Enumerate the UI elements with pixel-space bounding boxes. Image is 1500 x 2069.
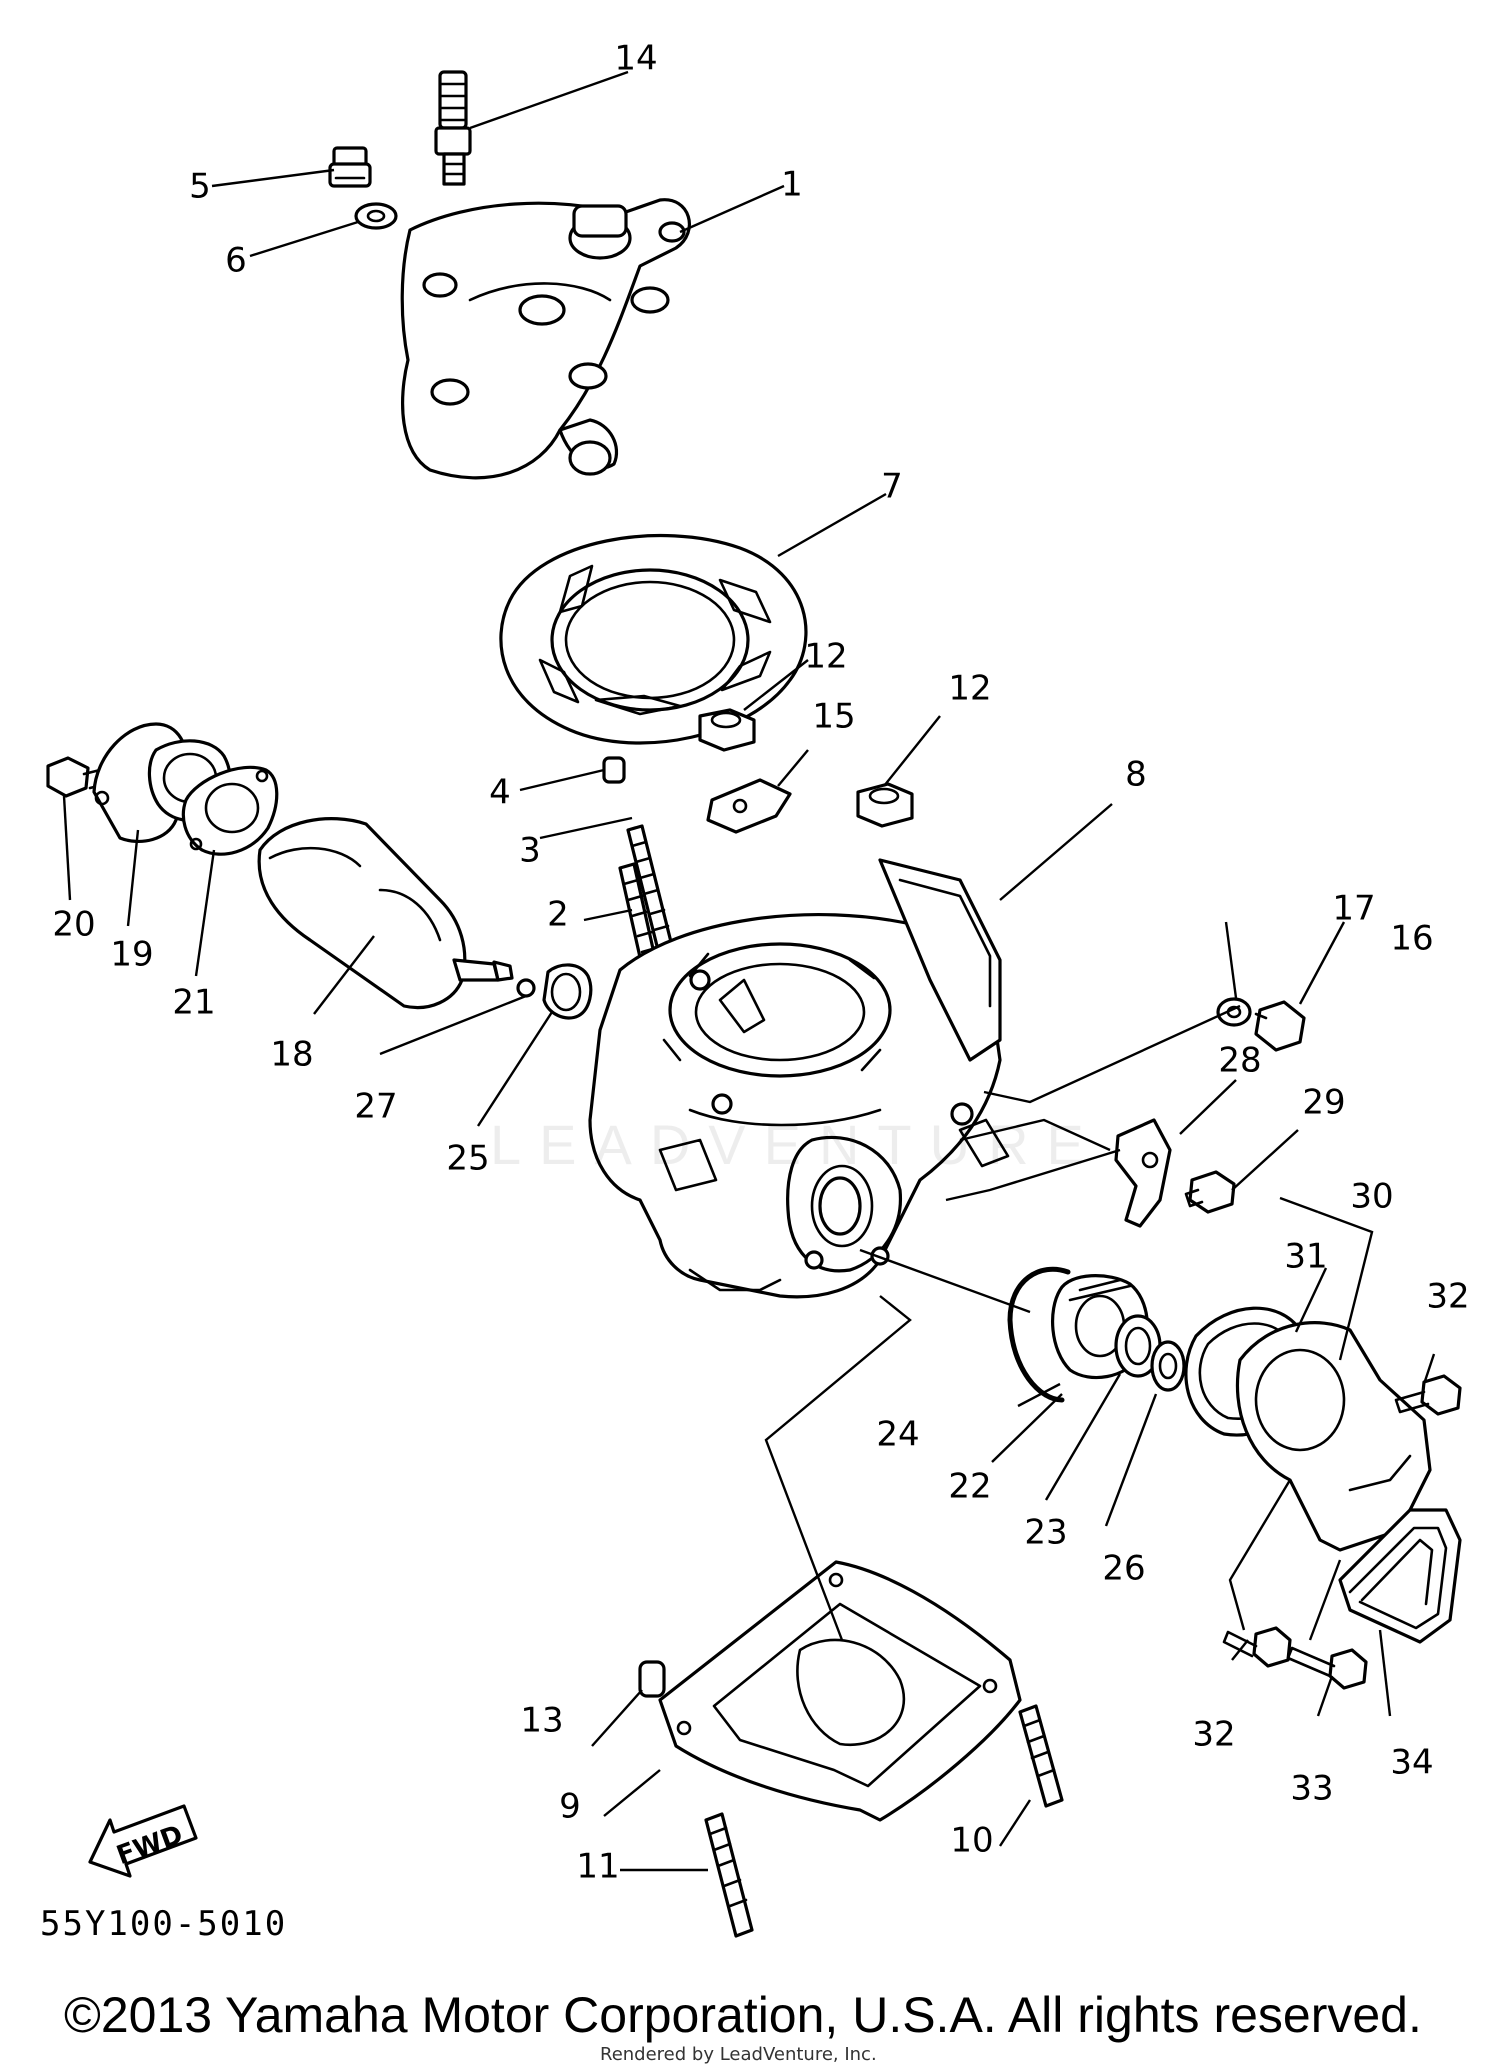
callout-14: 14 xyxy=(614,39,657,79)
cover-part-34 xyxy=(1338,1508,1462,1644)
callout-23: 23 xyxy=(1024,1513,1067,1553)
callout-34: 34 xyxy=(1390,1743,1433,1783)
callout-24: 24 xyxy=(876,1415,919,1455)
leader-lines xyxy=(62,70,1436,1872)
washer-part-17 xyxy=(1216,997,1252,1027)
circlip-part-24 xyxy=(1007,1266,1071,1403)
callout-8: 8 xyxy=(1125,755,1147,795)
callout-15: 15 xyxy=(812,697,855,737)
bolt-part-16 xyxy=(1254,1000,1306,1052)
cap-bolt-part xyxy=(328,146,372,188)
callout-10: 10 xyxy=(950,1821,993,1861)
callout-17: 17 xyxy=(1332,889,1375,929)
callout-2: 2 xyxy=(547,895,569,935)
bushing-part-25 xyxy=(542,963,593,1020)
callout-26: 26 xyxy=(1102,1549,1145,1589)
callout-11: 11 xyxy=(576,1847,619,1887)
copyright-text: ©2013 Yamaha Motor Corporation, U.S.A. A… xyxy=(64,1987,1422,2043)
bolt-part-32a xyxy=(1394,1374,1462,1416)
callout-25: 25 xyxy=(446,1139,489,1179)
rendered-by-text: Rendered by LeadVenture, Inc. xyxy=(600,2044,877,2065)
callout-33: 33 xyxy=(1290,1769,1333,1809)
seal-part-26 xyxy=(1150,1340,1186,1392)
bolt-part-29 xyxy=(1184,1170,1236,1214)
callout-19: 19 xyxy=(110,935,153,975)
fwd-arrow-icon[interactable]: FWD xyxy=(88,1804,198,1878)
cylinder-head-part xyxy=(400,198,691,480)
callout-12a: 12 xyxy=(804,637,847,677)
callout-22: 22 xyxy=(948,1467,991,1507)
gasket-part-21 xyxy=(181,765,279,856)
bracket-part xyxy=(706,778,792,834)
base-gasket-part-9 xyxy=(658,1560,1022,1822)
callout-13: 13 xyxy=(520,1701,563,1741)
callout-1: 1 xyxy=(781,165,803,205)
bracket-part-28 xyxy=(1114,1118,1172,1228)
callout-28: 28 xyxy=(1218,1041,1261,1081)
dowel-pin-part-13 xyxy=(638,1660,666,1698)
callout-31: 31 xyxy=(1284,1237,1327,1277)
callout-29: 29 xyxy=(1302,1083,1345,1123)
callout-7: 7 xyxy=(881,467,903,507)
callout-20: 20 xyxy=(52,905,95,945)
stud-bolt-part-10 xyxy=(1018,1704,1064,1808)
callout-32b: 32 xyxy=(1192,1715,1235,1755)
callout-21: 21 xyxy=(172,983,215,1023)
callout-6: 6 xyxy=(225,241,247,281)
o-ring-part-27 xyxy=(516,978,536,998)
callout-12b: 12 xyxy=(948,669,991,709)
callout-16: 16 xyxy=(1390,919,1433,959)
cover-part-30 xyxy=(1235,1321,1432,1552)
spark-plug-part xyxy=(434,70,472,186)
head-gasket-part xyxy=(499,533,808,745)
callout-18: 18 xyxy=(270,1035,313,1075)
exhaust-valve-part-18 xyxy=(257,817,514,1010)
cylinder-body-part xyxy=(588,858,1010,1299)
watermark-text: LEADVENTURE xyxy=(490,1113,1102,1176)
callout-27: 27 xyxy=(354,1087,397,1127)
dowel-pin-part xyxy=(602,756,626,784)
callout-labels: 14 5 6 1 7 12 12 15 8 4 3 2 17 16 28 29 … xyxy=(52,39,1469,1887)
callout-9: 9 xyxy=(559,1787,581,1827)
bolt-part-32b xyxy=(1222,1626,1292,1668)
bearing-part-23 xyxy=(1114,1314,1162,1378)
nut-part-1 xyxy=(698,708,756,752)
callout-4: 4 xyxy=(489,773,511,813)
part-code-label: 55Y100-5010 xyxy=(40,1904,288,1944)
stud-bolt-part-11 xyxy=(704,1812,754,1938)
callout-30: 30 xyxy=(1350,1177,1393,1217)
callout-32a: 32 xyxy=(1426,1277,1469,1317)
callout-3: 3 xyxy=(519,831,541,871)
washer-part xyxy=(354,202,398,230)
callout-5: 5 xyxy=(189,167,211,207)
bolt-part-33 xyxy=(1286,1646,1368,1690)
nut-part-2 xyxy=(856,782,914,828)
